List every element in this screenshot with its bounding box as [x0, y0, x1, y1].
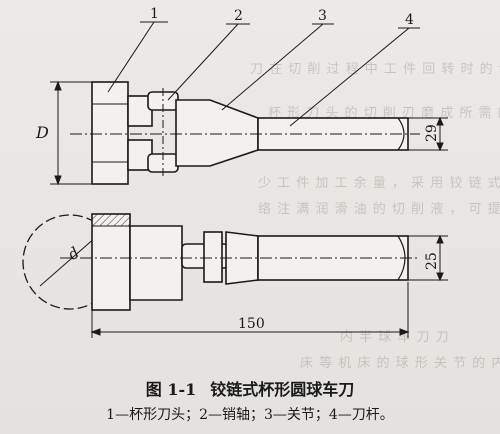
dimension-29-label: 29	[424, 124, 440, 142]
dimension-150-label: 150	[238, 316, 265, 332]
callout-leaders	[107, 21, 420, 127]
callout-1: 1	[150, 6, 159, 22]
dimension-D	[50, 80, 92, 186]
figure-number: 图 1-1	[145, 380, 197, 399]
bleed-text-line: 刀 在 切 削 过 程 中 工 件 回 转 时 的 切 向 力 用 来 加 工	[250, 62, 500, 77]
cup-head-front	[91, 213, 131, 311]
callout-2: 2	[234, 8, 243, 24]
joint-top	[175, 99, 259, 167]
front-view	[22, 213, 420, 311]
cup-head-top	[91, 81, 129, 185]
bleed-text-line: 络 注 满 润 滑 油 的 切 削 液 ， 可 提 高 刀 具 耐 用 度	[258, 202, 500, 217]
dimension-d-label: d	[64, 243, 82, 263]
figure-legend: 1—杯形刀头；2—销轴；3—关节；4—刀杆。	[106, 407, 394, 423]
bleed-text-line: 床 等 机 床 的 球 形 关 节 的 内 球 面 的 加 工 精 度 和 表 …	[300, 356, 500, 371]
bleed-text-line: 内 半 球 车 刀 刀	[340, 330, 450, 345]
top-view	[70, 81, 420, 185]
dimension-25-label: 25	[424, 252, 440, 270]
dimension-D-label: D	[35, 123, 49, 142]
figure-caption: 图 1-1 铰链式杯形圆球车刀	[0, 376, 500, 400]
callout-3: 3	[318, 8, 327, 24]
dimension-29	[408, 116, 448, 152]
dimension-150	[90, 282, 410, 338]
bleed-text-line: 少 工 件 加 工 余 量 ， 采 用 铰 链 式 杯 形 车 刀 切 削	[258, 176, 500, 191]
dimension-25	[408, 234, 448, 282]
callout-4: 4	[405, 12, 414, 28]
figure-title: 铰链式杯形圆球车刀	[210, 380, 355, 399]
